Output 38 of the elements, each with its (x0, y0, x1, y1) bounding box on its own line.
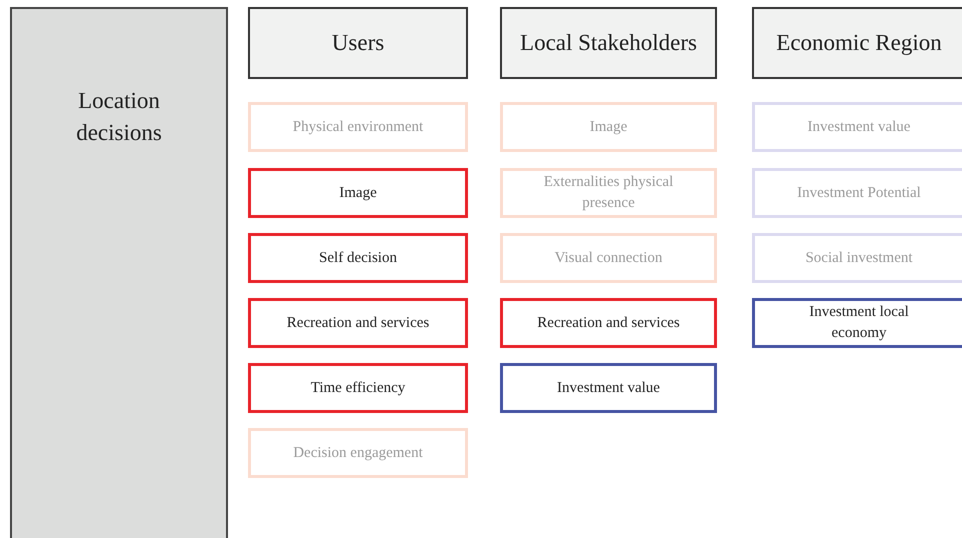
faded-factor-box (248, 102, 468, 152)
node-label: Social investment (805, 248, 913, 268)
node-label: Investment Potential (797, 184, 921, 202)
factor-box (752, 298, 962, 348)
faded-factor-box (500, 102, 717, 152)
node-label: Investment value (557, 378, 660, 398)
column-header (500, 7, 717, 79)
node-label: Image (339, 184, 377, 202)
factor-box (500, 363, 717, 413)
column-header (752, 7, 962, 79)
category-panel (10, 7, 228, 538)
node-label: Image (590, 118, 628, 136)
factor-box (248, 363, 468, 413)
node-label: Recreation and services (286, 314, 430, 332)
faded-factor-box (500, 233, 717, 283)
node-label: Location decisions (75, 87, 163, 147)
factor-box (248, 233, 468, 283)
node-label: Physical environment (292, 118, 424, 136)
node-label: Users (332, 28, 384, 57)
node-label: Decision engagement (293, 444, 423, 462)
node-label: Visual connection (554, 248, 662, 268)
factor-box (248, 168, 468, 218)
factor-box (248, 298, 468, 348)
node-label: Recreation and services (537, 314, 680, 332)
faded-factor-box (248, 428, 468, 478)
node-label: Self decision (319, 248, 397, 268)
node-label: Investment local economy (808, 303, 910, 343)
node-label: Investment value (808, 118, 910, 136)
column-header (248, 7, 468, 79)
faded-factor-box (752, 102, 962, 152)
factor-box (500, 298, 717, 348)
node-label: Time efficiency (310, 378, 406, 398)
faded-factor-box (752, 233, 962, 283)
faded-factor-box (500, 168, 717, 218)
faded-factor-box (752, 168, 962, 218)
node-label: Externalities physical presence (542, 173, 674, 213)
node-label: Economic Region (776, 28, 942, 57)
node-label: Local Stakeholders (520, 28, 697, 57)
